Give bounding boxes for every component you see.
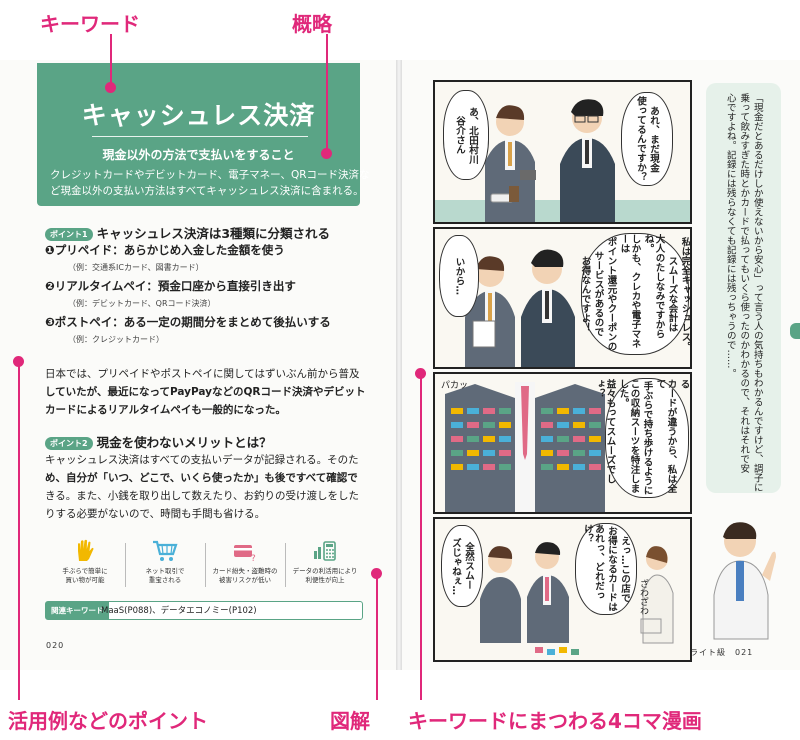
- point1-example-2: （例：デビットカード、QRコード決済）: [68, 299, 216, 308]
- merit-cart: ネット取引で 重宝される: [125, 537, 205, 592]
- merits-diagram: 手ぶらで簡単に 買い物が可能 ネット取引で 重宝される ? カード紛失・盗難時の…: [45, 537, 363, 592]
- pointer-diagram-dot: [371, 568, 382, 579]
- sfx-open: パカッ: [441, 381, 469, 391]
- card-pockets: [451, 408, 601, 470]
- summary-line-1: クレジットカードやデビットカード、電子マネー、QRコード決済な: [50, 169, 370, 181]
- manga-panel-2: いから… 私は完全キャッシュレス。 スムーズな会計は 大人のたしなみですからね。…: [433, 227, 692, 369]
- narrator-illustration: [713, 522, 776, 640]
- pointer-manga: [420, 374, 422, 700]
- point2-body-2: め、自分が「いつ、どこで、いくら使ったか」も後ですべて確認で: [45, 472, 358, 484]
- point1-tag: ポイント1: [45, 228, 93, 241]
- hand-icon: [78, 539, 94, 561]
- manga-commentary: 「現金だとあるだけしか使えないから安心」って言う人の気持ちもわかるんですけど、調…: [706, 83, 781, 493]
- pointer-diagram: [376, 574, 378, 700]
- pointer-keyword-dot: [105, 82, 116, 93]
- annotation-keyword: キーワード: [40, 12, 140, 36]
- page-subtitle: 現金以外の方法で支払いをすること: [102, 148, 295, 162]
- page-number-left: 020: [46, 641, 65, 650]
- annotation-summary: 概略: [292, 12, 332, 36]
- cart-icon: [153, 540, 178, 561]
- point1-item-3: ❸ポストペイ：ある一定の期間分をまとめて後払いする: [45, 315, 331, 329]
- pointer-summary-dot: [321, 148, 332, 159]
- title-divider: [92, 136, 308, 137]
- point2-body-4: りする必要がないので、時間も手間も省ける。: [45, 508, 266, 520]
- book-gutter: [396, 60, 402, 670]
- merit-divider: [205, 543, 206, 587]
- merit-divider: [125, 543, 126, 587]
- annotation-manga: キーワードにまつわる4コマ漫画: [408, 709, 702, 733]
- panel1-bubble-1: あ、北田村川 谷介さん: [443, 90, 489, 180]
- page-title: キャッシュレス決済: [81, 101, 316, 130]
- page-number-right: ライト級 021: [690, 648, 754, 657]
- keyword-header-box: [37, 63, 360, 206]
- manga-panel-4: 全然スムー ズじゃねぇ… えっ…この店で お得になるカードは あれっ、どれだっけ…: [433, 517, 692, 662]
- point1-example-1: （例：交通系ICカード、図書カード）: [68, 263, 204, 272]
- panel1-bubble-2: あれ、まだ現金 使ってるんですか？: [621, 92, 673, 186]
- point1-item-2: ❷リアルタイムペイ：預金口座から直接引き出す: [45, 279, 296, 293]
- merit-card: ? カード紛失・盗難時の 被害リスクが低い: [205, 537, 285, 592]
- manga-panel-3: パカッ ただ、お店ごとに使用してる カードが違うから、私は全て 手ぶらで持ち歩け…: [433, 372, 692, 514]
- point2-body-1: キャッシュレス決済はすべての支払いデータが記録される。そのた: [45, 454, 359, 466]
- panel2-bubble-1: いから…: [439, 235, 479, 317]
- pointer-keyword: [110, 34, 112, 86]
- point2-body-3: きる。また、小銭を取り出して数えたり、お釣りの受け渡しをした: [45, 490, 360, 502]
- merit-data: データの利活用により 利便性が向上: [285, 537, 365, 592]
- point1-body-2: していたが、最近になってPayPayなどのQRコード決済やデビット: [45, 386, 366, 398]
- pointer-summary: [326, 34, 328, 152]
- related-keywords-tag: 関連キーワード: [46, 602, 109, 619]
- sfx-murmur: ざわざわ: [638, 579, 648, 615]
- panel4-bubble-1: 全然スムー ズじゃねぇ…: [441, 525, 483, 607]
- pointer-points: [18, 362, 20, 700]
- point1-body-1: 日本では、プリペイドやポストペイに関してはずいぶん前から普及: [45, 368, 360, 380]
- panel3-bubble: ただ、お店ごとに使用してる カードが違うから、私は全て 手ぶらで持ち歩けるように…: [594, 378, 690, 498]
- svg-text:?: ?: [251, 554, 256, 563]
- panel2-bubble-2: 私は完全キャッシュレス。 スムーズな会計は 大人のたしなみですからね。 しかも、…: [580, 233, 690, 355]
- merit-hand: 手ぶらで簡単に 買い物が可能: [45, 537, 125, 592]
- point1-item-1: ❶プリペイド：あらかじめ入金した金額を使う: [45, 243, 285, 257]
- point1-body-3: カードによるリアルタイムペイも一般的になった。: [45, 404, 286, 416]
- annotation-diagram: 図解: [330, 709, 370, 733]
- calculator-icon: [314, 541, 336, 561]
- panel4-bubble-2: えっ…この店で お得になるカードは あれっ、どれだっけ？: [575, 523, 637, 615]
- manga-panel-1: あ、北田村川 谷介さん あれ、まだ現金 使ってるんですか？: [433, 80, 692, 224]
- pointer-manga-dot: [415, 368, 426, 379]
- summary-line-2: ど現金以外の支払い方法はすべてキャッシュレス決済に含まれる。: [50, 185, 364, 197]
- pointer-points-dot: [13, 356, 24, 367]
- merit-divider: [285, 543, 286, 587]
- related-keywords: 関連キーワード MaaS(P088)、データエコノミー(P102): [45, 601, 363, 620]
- point1-example-3: （例：クレジットカード）: [68, 335, 164, 344]
- card-icon: ?: [234, 545, 256, 564]
- annotation-points: 活用例などのポイント: [8, 709, 208, 733]
- point2-tag: ポイント2: [45, 437, 93, 450]
- page-tab: [790, 323, 800, 339]
- related-keywords-text: MaaS(P088)、データエコノミー(P102): [101, 606, 257, 616]
